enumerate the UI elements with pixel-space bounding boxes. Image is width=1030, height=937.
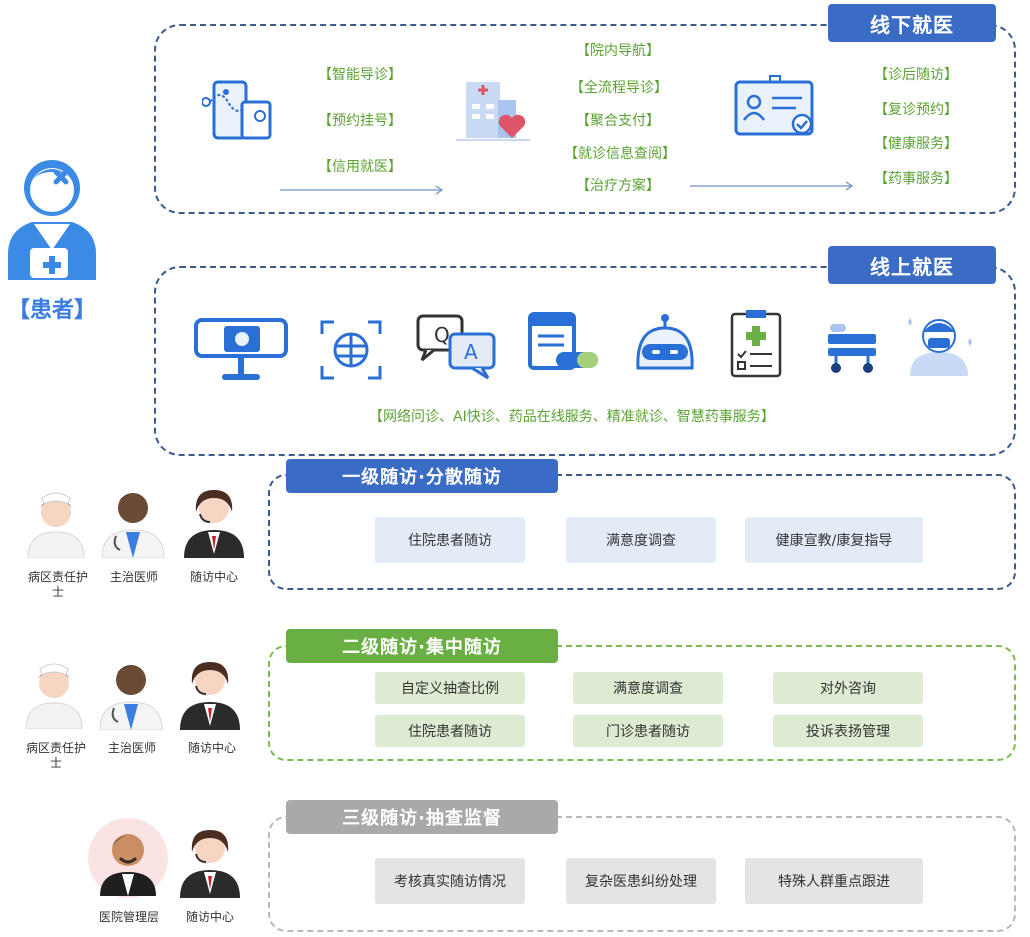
patient-label: 【患者】	[8, 298, 97, 323]
online-panel	[154, 266, 1016, 456]
webcam-icon	[194, 318, 288, 384]
online-title: 线上就医	[828, 246, 996, 284]
level2-item: 投诉表扬管理	[773, 715, 923, 747]
doctor-icon	[902, 312, 976, 378]
level1-item: 满意度调查	[566, 517, 716, 563]
offline-col2-item: 【院内导航】	[576, 43, 660, 59]
offline-col1-item: 【信用就医】	[318, 159, 402, 175]
nurse-label: 病区责任护士	[26, 741, 87, 770]
offline-title: 线下就医	[828, 4, 996, 42]
level1-item: 健康宣教/康复指导	[745, 517, 923, 563]
pill-box-icon	[526, 312, 600, 374]
phone-map-icon	[201, 80, 274, 142]
svg-text:A: A	[464, 340, 478, 364]
online-caption: 【网络问诊、AI快诊、药品在线服务、精准就诊、智慧药事服务】	[369, 409, 775, 425]
level3-item: 复杂医患纠纷处理	[566, 858, 716, 904]
hospital-heart-icon	[454, 72, 532, 144]
level3-panel	[268, 816, 1016, 932]
level3-title: 三级随访·抽查监督	[286, 800, 558, 834]
offline-col3-item: 【健康服务】	[874, 136, 958, 152]
offline-col2-item: 【治疗方案】	[576, 178, 660, 194]
call-center-label: 随访中心	[189, 570, 238, 584]
hospital-bed-icon	[826, 322, 878, 374]
scan-icon	[320, 320, 382, 380]
offline-col3-item: 【药事服务】	[874, 171, 958, 187]
level3-item: 特殊人群重点跟进	[745, 858, 923, 904]
call-center-label: 随访中心	[185, 910, 234, 924]
patient-icon	[8, 160, 96, 280]
call-center-avatar	[182, 484, 246, 558]
clipboard-icon	[730, 308, 782, 378]
arrow-icon	[280, 185, 444, 195]
level3-item: 考核真实随访情况	[375, 858, 525, 904]
level2-item: 满意度调查	[573, 672, 723, 704]
level2-title: 二级随访·集中随访	[286, 629, 558, 663]
call-center-avatar	[178, 824, 242, 898]
doctor-avatar	[100, 484, 166, 559]
patient-figure	[4, 152, 100, 282]
nurse-avatar	[24, 657, 84, 730]
robot-icon	[632, 312, 698, 376]
arrow-icon	[690, 181, 854, 191]
offline-col2-item: 【全流程导诊】	[570, 80, 668, 96]
level2-item: 自定义抽查比例	[375, 672, 525, 704]
level2-panel	[268, 645, 1016, 761]
offline-col1-item: 【智能导诊】	[318, 67, 402, 83]
doctor-avatar	[98, 656, 164, 731]
manager-label: 医院管理层	[98, 910, 159, 924]
offline-col2-item: 【就诊信息查阅】	[564, 146, 676, 162]
level2-item: 对外咨询	[773, 672, 923, 704]
offline-panel	[154, 24, 1016, 214]
call-center-label: 随访中心	[187, 741, 236, 755]
offline-col3-item: 【复诊预约】	[874, 102, 958, 118]
offline-col3-item: 【诊后随访】	[874, 67, 958, 83]
level1-item: 住院患者随访	[375, 517, 525, 563]
svg-text:Q: Q	[434, 323, 450, 347]
id-card-icon	[734, 74, 816, 138]
call-center-avatar	[178, 656, 242, 730]
nurse-label: 病区责任护士	[28, 570, 89, 599]
nurse-avatar	[26, 486, 86, 559]
level2-item: 门诊患者随访	[573, 715, 723, 747]
offline-col2-item: 【聚合支付】	[576, 113, 660, 129]
level2-item: 住院患者随访	[375, 715, 525, 747]
qa-chat-icon: Q A	[416, 314, 498, 380]
level1-panel	[268, 474, 1016, 590]
doctor-label: 主治医师	[107, 741, 156, 755]
doctor-label: 主治医师	[109, 570, 158, 584]
offline-col1-item: 【预约挂号】	[318, 113, 402, 129]
manager-avatar	[86, 816, 170, 900]
level1-title: 一级随访·分散随访	[286, 459, 558, 493]
